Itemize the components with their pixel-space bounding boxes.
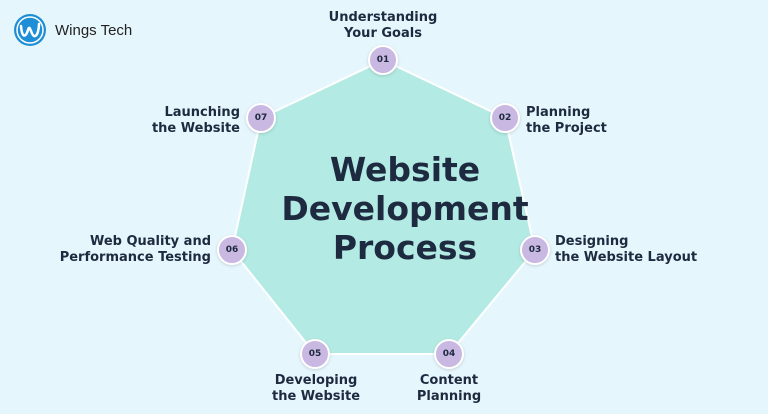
wings-logo-icon: [14, 14, 46, 46]
step-badge-01: 01: [368, 45, 398, 75]
step-badge-06: 06: [217, 235, 247, 265]
diagram-title: Website Development Process: [255, 150, 555, 267]
title-line: Website: [329, 150, 481, 189]
title-line: Development: [281, 189, 529, 228]
step-badge-05: 05: [300, 339, 330, 369]
step-badge-03: 03: [520, 235, 550, 265]
step-badge-04: 04: [434, 339, 464, 369]
brand-logo: Wings Tech: [13, 13, 132, 47]
title-line: Process: [332, 228, 478, 267]
step-badge-02: 02: [490, 103, 520, 133]
brand-name: Wings Tech: [55, 21, 133, 39]
step-badge-07: 07: [246, 103, 276, 133]
